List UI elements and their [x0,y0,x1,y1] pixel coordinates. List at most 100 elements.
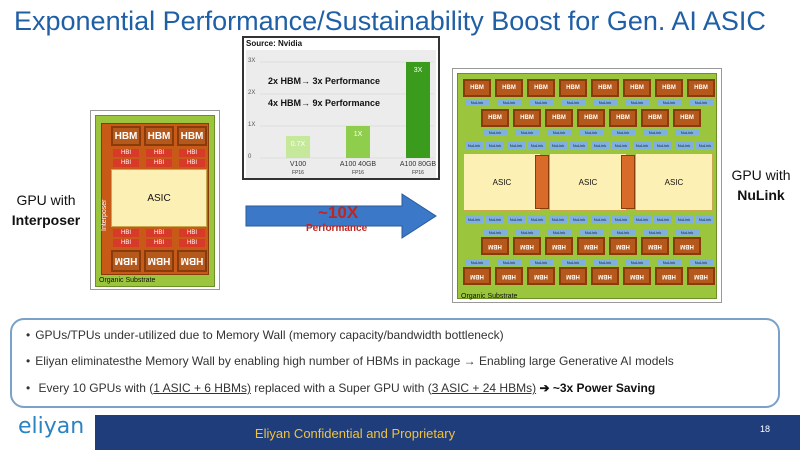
footer-text: Eliyan Confidential and Proprietary [254,426,456,441]
right-hbm-top2: HBM [513,109,541,127]
left-hbi-bottom-3: HBI [179,229,205,237]
left-hbi-top-2: HBI [146,149,172,157]
left-hbm-top-3: HBM [177,126,207,146]
left-gpu-label: GPU with Interposer [6,190,86,230]
right-hbm-top2: HBM [577,109,605,127]
right-nulink-strip: NuLink [528,141,546,149]
right-hbm-bottom: HBM [591,267,619,285]
eliyan-logo: eliyan [18,414,85,439]
left-hbi-top-1: HBI [113,149,139,157]
left-hbm-bottom-3: HBM [177,250,207,272]
right-gpu-label: GPU with NuLink [722,165,800,205]
right-hbm-bottom2: HBM [641,237,669,255]
left-hbi-top-5: HBI [146,159,172,167]
right-hbm-top: HBM [655,79,683,97]
left-hbi-bottom-2: HBI [146,229,172,237]
right-hbm-bottom2: HBM [577,237,605,255]
right-gpu-label-line1: GPU with [731,167,791,183]
right-nulink-strip-bottom: NuLink [675,215,693,223]
right-nulink-bottom2: NuLink [611,229,635,235]
right-nulink-top2: NuLink [675,129,699,135]
right-hbm-bottom2: HBM [545,237,573,255]
right-hbm-top: HBM [591,79,619,97]
right-nulink-bottom: NuLink [465,259,489,265]
right-hbm-bottom2: HBM [513,237,541,255]
right-hbm-bottom: HBM [559,267,587,285]
right-asic-1: ASIC [463,153,541,211]
right-hbm-bottom: HBM [463,267,491,285]
y-tick-label: 0 [248,154,252,160]
right-hbm-top: HBM [623,79,651,97]
right-asic-2: ASIC [549,153,627,211]
right-asic-3: ASIC [635,153,713,211]
bullet-3-part-a: Every 10 GPUs with ( [38,381,154,395]
left-hbi-top-3: HBI [179,149,205,157]
bullet-3-part-b: 1 ASIC + 6 HBMs) [153,381,251,395]
right-nulink-top: NuLink [529,99,553,105]
right-nulink-top2: NuLink [643,129,667,135]
left-interposer-label: Interposer [101,199,108,231]
left-hbi-bottom-1: HBI [113,229,139,237]
right-hbm-bottom: HBM [687,267,715,285]
right-nulink-strip: NuLink [570,141,588,149]
right-hbm-bottom: HBM [623,267,651,285]
y-tick-label: 2X [248,90,256,96]
right-hbm-top2: HBM [673,109,701,127]
left-gpu-label-line1: GPU with [16,192,76,208]
right-link-1 [535,155,549,209]
arrow-shape-icon [245,193,437,239]
left-hbm-top-2: HBM [144,126,174,146]
bullet-dot-icon: • [26,328,31,342]
bullet-dot-icon: • [26,354,31,368]
right-hbm-bottom: HBM [527,267,555,285]
right-nulink-top: NuLink [465,99,489,105]
right-nulink-strip-bottom: NuLink [486,215,504,223]
left-hbi-top-6: HBI [179,159,205,167]
right-nulink-strip: NuLink [675,141,693,149]
right-nulink-top2: NuLink [547,129,571,135]
bullet-dot-icon: • [26,381,31,395]
right-nulink-strip-bottom: NuLink [633,215,651,223]
right-hbm-top: HBM [463,79,491,97]
chart-source: Source: Nvidia [246,39,303,48]
right-nulink-strip: NuLink [549,141,567,149]
chart-annotation-1: 2x HBM→ 3x Performance [268,76,381,86]
right-gpu-label-line2: NuLink [737,187,785,203]
chart-bar: 0.7X [286,135,310,158]
chart-bar: 3X [406,62,430,158]
right-nulink-bottom2: NuLink [483,229,507,235]
right-nulink-bottom2: NuLink [547,229,571,235]
page-number: 18 [760,424,771,434]
left-gpu-label-line2: Interposer [11,212,81,228]
right-nulink-strip: NuLink [633,141,651,149]
right-nulink-strip-bottom: NuLink [465,215,483,223]
right-nulink-strip: NuLink [486,141,504,149]
right-hbm-top: HBM [687,79,715,97]
right-link-2 [621,155,635,209]
right-hbm-top: HBM [527,79,555,97]
right-nulink-top2: NuLink [515,129,539,135]
y-tick-label: 1X [248,122,256,128]
chart-plot-area [246,50,436,178]
right-nulink-top: NuLink [657,99,681,105]
right-nulink-top2: NuLink [611,129,635,135]
right-nulink-strip: NuLink [465,141,483,149]
right-nulink-bottom: NuLink [529,259,553,265]
right-hbm-top2: HBM [481,109,509,127]
right-nulink-bottom: NuLink [689,259,713,265]
right-hbm-top2: HBM [641,109,669,127]
right-nulink-bottom2: NuLink [675,229,699,235]
right-nulink-strip: NuLink [696,141,714,149]
right-nulink-strip-bottom: NuLink [612,215,630,223]
right-nulink-bottom2: NuLink [643,229,667,235]
chart-annotation-2: 4x HBM→ 9x Performance [268,98,381,108]
right-nulink-bottom: NuLink [497,259,521,265]
right-nulink-top: NuLink [625,99,649,105]
right-hbm-bottom2: HBM [609,237,637,255]
bullet-3-part-c: replaced with a Super GPU with ( [254,381,432,395]
left-hbi-top-4: HBI [113,159,139,167]
right-nulink-top: NuLink [497,99,521,105]
right-nulink-bottom: NuLink [657,259,681,265]
